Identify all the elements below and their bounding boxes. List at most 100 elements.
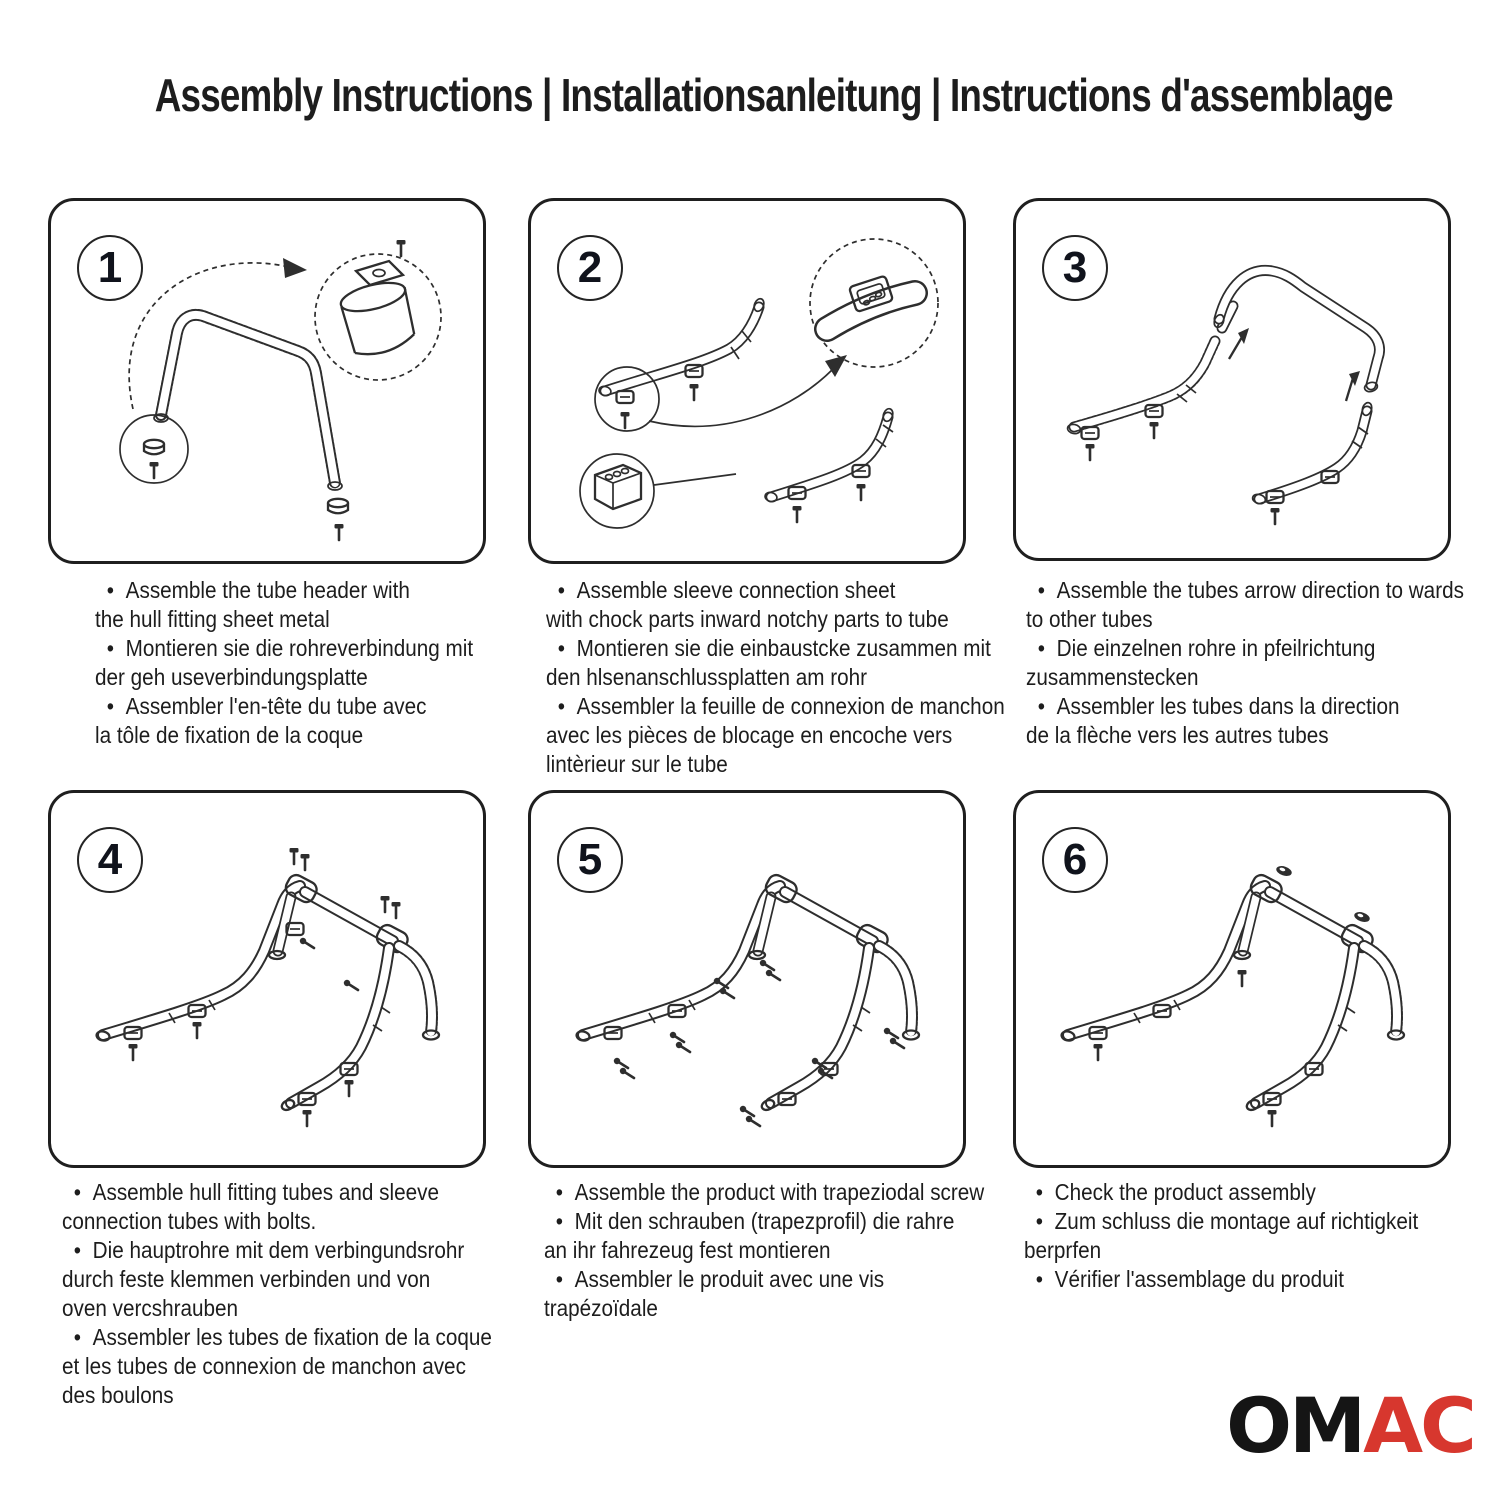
step-5-number: 5 [577,835,603,884]
bullet-glyph: • [557,577,565,603]
angled-screw-icon [668,1030,686,1044]
screw-icon [1148,420,1160,440]
step-2-notes: • Assemble sleeve connection sheet with ch… [546,576,1005,779]
end-cap-icon [142,438,166,456]
instruction-text: connection tubes with bolts. [62,1208,317,1234]
screw-icon [390,900,402,920]
instruction-text: Assemble sleeve connection sheet [576,577,896,603]
bullet-glyph: • [106,635,114,661]
bullet-glyph: • [1037,635,1045,661]
bullet-glyph: • [1037,577,1045,603]
instruction-text: des boulons [62,1382,174,1408]
screw-icon [333,522,345,542]
step-5-number-badge: 5 [557,827,623,893]
screw-icon [301,1108,313,1128]
screw-icon [127,1042,139,1062]
direction-arrow [1228,336,1243,360]
step-3-number: 3 [1062,243,1088,292]
instruction-line: berprfen [1024,1236,1420,1265]
cap-nut-icon [1276,866,1292,876]
logo-text-red: AC [1363,1381,1477,1470]
bullet-glyph: • [1035,1208,1043,1234]
tube-upper [599,301,765,397]
arrowhead-icon [1238,328,1249,344]
angled-screw-icon [738,1104,756,1118]
logo-text-black: OM [1226,1381,1366,1470]
instruction-line: •Assemble the tubes arrow direction to w… [1026,576,1464,605]
instruction-line: an ihr fahrezeug fest montieren [544,1236,940,1265]
tube-left-arch [97,880,306,1041]
instruction-text: Assemble the tube header with [125,577,410,603]
screw-icon [288,846,300,866]
step-6-number: 6 [1062,835,1088,884]
instruction-text: Assembler les tubes dans la direction [1056,693,1400,719]
detail-circle-small [119,414,189,484]
instruction-text: an ihr fahrezeug fest montieren [544,1237,831,1263]
angled-screw-icon [718,986,736,1000]
bullet-glyph: • [1035,1179,1043,1205]
instruction-text: Check the product assembly [1054,1179,1316,1205]
instruction-text: trapézoïdale [544,1295,658,1321]
apex-clamp [764,873,798,904]
instruction-text: with chock parts inward notchy parts to … [546,606,949,632]
instruction-line: •Assemble the tube header with [95,576,473,605]
arrowhead-icon [1349,371,1360,386]
instruction-line: zusammenstecken [1026,663,1413,692]
step-2-number: 2 [577,243,603,292]
instruction-text: Assembler le produit avec une vis [574,1266,885,1292]
instruction-line: the hull fitting sheet metal [95,605,473,634]
step-6-number-badge: 6 [1042,827,1108,893]
bullet-glyph: • [106,693,114,719]
bullet-glyph: • [73,1237,81,1263]
step-6-panel: 6 [1013,790,1451,1168]
instruction-line: •Assemble hull fitting tubes and sleeve [62,1178,458,1207]
instruction-line: • Zum schluss die montage auf richtigkeit [1024,1207,1420,1236]
instruction-line: •Assembler les tubes de fixation de la c… [62,1323,492,1352]
step-5-panel: 5 [528,790,966,1168]
instruction-line: •Die einzelnen rohre in pfeilrichtung [1026,634,1413,663]
tube-end-detail [339,281,416,356]
instruction-text: et les tubes de connexion de manchon ave… [62,1353,466,1379]
instruction-line: des boulons [62,1381,458,1410]
screw-icon [855,482,867,502]
instruction-line: • Montieren sie die rohreverbindung mit [95,634,473,663]
instruction-text: Zum schluss die montage auf richtigkeit [1054,1208,1419,1234]
detail-circle-sleeve [579,453,655,529]
instruction-line: •Vérifier l'assemblage du produit [1024,1265,1420,1294]
screw-icon [1269,506,1281,526]
screw-icon [791,504,803,524]
clamp-icon [615,389,635,405]
instruction-text: Assemble the product with trapeziodal sc… [574,1179,985,1205]
instruction-text: Assembler les tubes de fixation de la co… [92,1324,492,1350]
instruction-text: de la flèche vers les autres tubes [1026,722,1329,748]
step-4-illustration [95,846,441,1128]
instruction-line: with chock parts inward notchy parts to … [546,605,949,634]
arrowhead-icon [283,258,307,278]
screw-icon [395,238,407,258]
instruction-line: • Check the product assembly [1024,1178,1420,1207]
step-6-illustration [1060,866,1406,1128]
tube-left-arch [577,880,786,1041]
screw-icon [1084,442,1096,462]
step-1-panel: 1 [48,198,486,564]
angled-screw-icon [882,1026,900,1040]
bullet-glyph: • [555,1208,563,1234]
instruction-text: Montieren sie die rohreverbindung mit [125,635,474,661]
instruction-line: •Assembler la feuille de connexion de ma… [546,692,1005,721]
step-1-number-badge: 1 [77,235,143,301]
instruction-text: avec les pièces de blocage en encoche ve… [546,722,953,748]
instruction-line: der geh useverbindungsplatte [95,663,473,692]
direction-arrow [1344,377,1355,402]
step-2-panel: 2 [528,198,966,564]
instruction-text: Die hauptrohre mit dem verbingundsrohr [92,1237,465,1263]
instruction-line: •Assembler les tubes dans la direction [1026,692,1413,721]
screw-icon [1266,1108,1278,1128]
instruction-text: berprfen [1024,1237,1102,1263]
instruction-line: •Mit den schrauben (trapezprofil) die ra… [544,1207,955,1236]
instruction-text: oven vercshrauben [62,1295,239,1321]
instruction-line: et les tubes de connexion de manchon ave… [62,1352,466,1381]
instruction-line: •Assembler le produit avec une vis [544,1265,940,1294]
instruction-text: den hlsenanschlussplatten am rohr [546,664,868,690]
